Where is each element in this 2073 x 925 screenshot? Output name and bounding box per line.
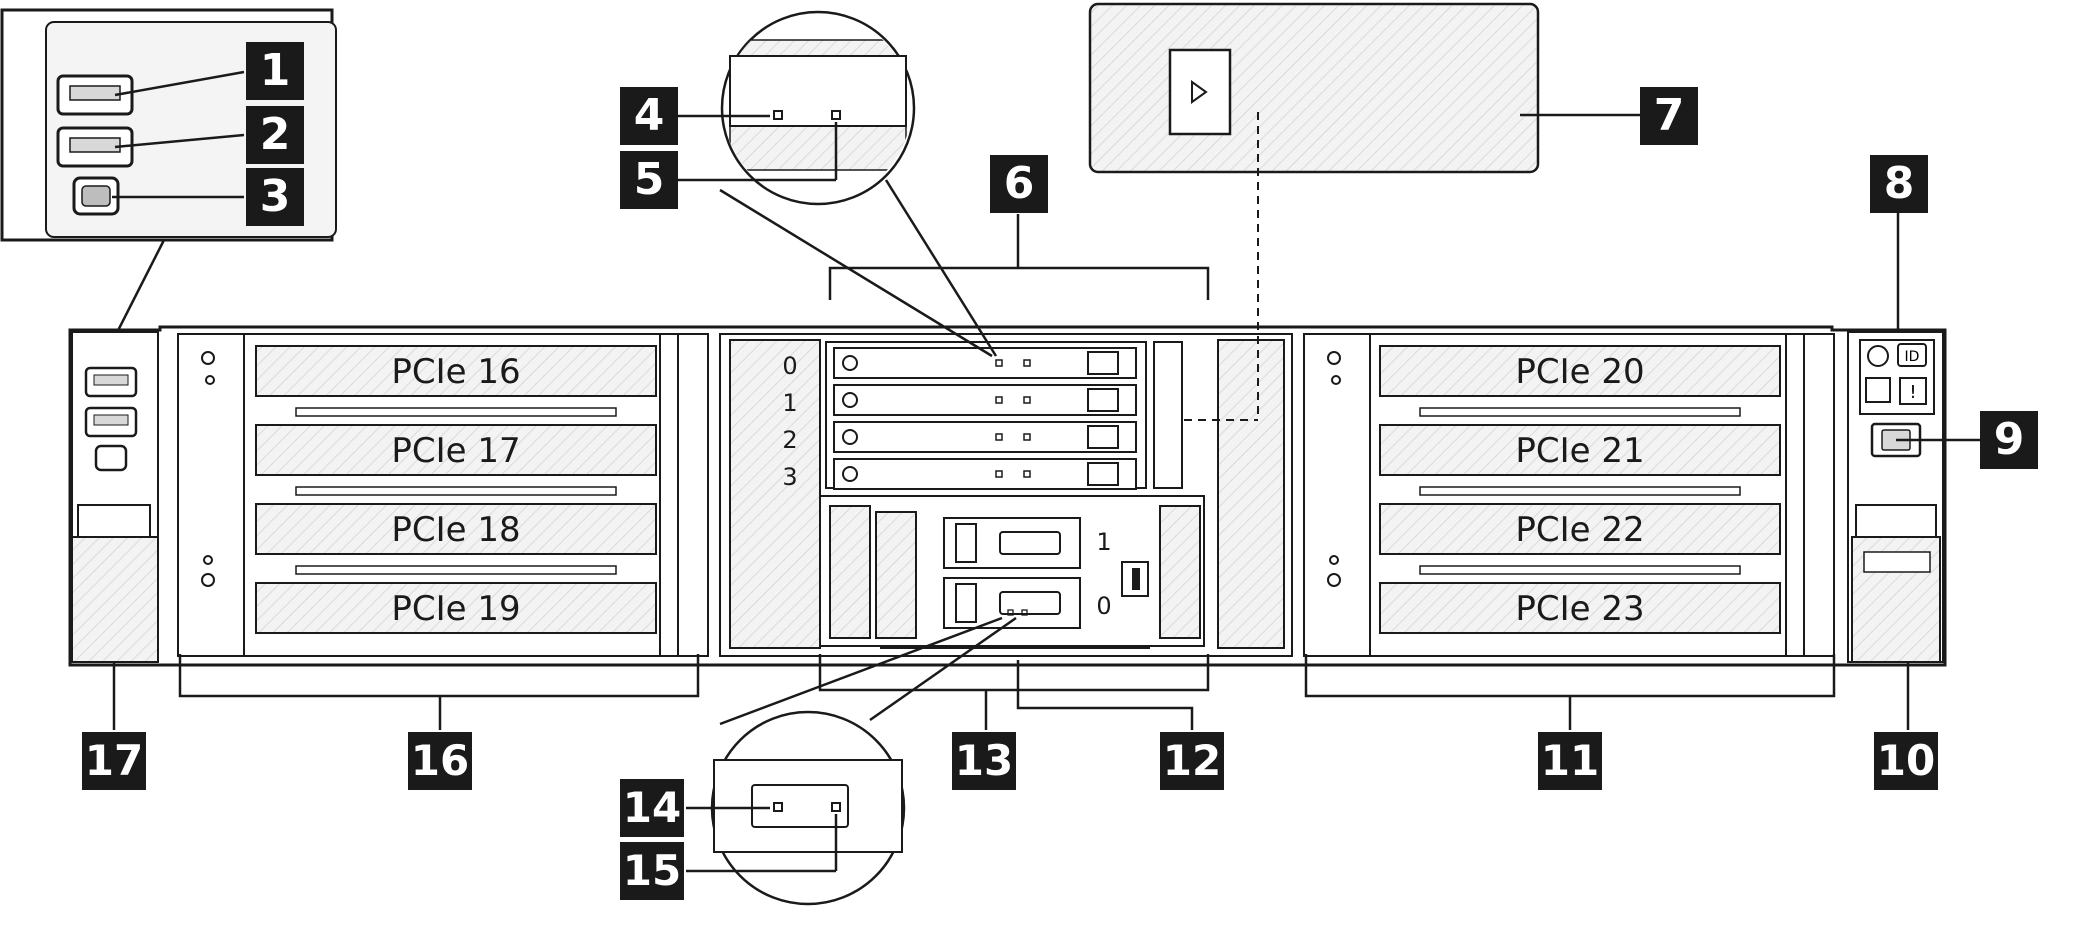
callout-15: 15: [620, 842, 684, 900]
screw-icon: [1327, 573, 1341, 587]
pcie-slot-20-label: PCIe 20: [1515, 352, 1644, 392]
leader-lines: [112, 210, 1980, 730]
callout-1: 1: [246, 42, 304, 100]
screw-icon: [201, 573, 215, 587]
callout-14: 14: [620, 779, 684, 837]
callout-11: 11: [1538, 732, 1602, 790]
module-handle: [1168, 48, 1232, 136]
pcie-riser-right: PCIe 20 PCIe 21 PCIe 22 PCIe 23: [1303, 333, 1835, 657]
pcie-slot-17-label: PCIe 17: [391, 431, 520, 471]
m2-led-zoom-inset: [686, 616, 1017, 906]
drive-bay-3-label: 3: [782, 463, 797, 491]
pcie-slot-20: [1379, 345, 1781, 397]
pcie-slot-21: [1379, 424, 1781, 476]
callout-3: 3: [246, 168, 304, 226]
fault-label: !: [1909, 382, 1916, 403]
pcie-slot-22-label: PCIe 22: [1515, 510, 1644, 550]
removable-module: [1088, 2, 1640, 421]
drive-bay-1-label: 1: [782, 389, 797, 417]
drive-bay-1[interactable]: [833, 384, 1137, 416]
callout-9: 9: [1980, 411, 2038, 469]
drive-bay-0-label: 0: [782, 352, 797, 380]
status-led-icon: [831, 802, 841, 812]
drive-led-zoom-inset: [674, 10, 998, 358]
pcie-slot-19-label: PCIe 19: [391, 589, 520, 629]
screw-icon: [1327, 351, 1341, 365]
arrow-icon: [1191, 80, 1208, 104]
m2-drive-bay-1[interactable]: [943, 517, 1081, 569]
callout-2: 2: [246, 106, 304, 164]
callout-17: 17: [82, 732, 146, 790]
pcie-slot-22: [1379, 503, 1781, 555]
pcie-slot-16-label: PCIe 16: [391, 352, 520, 392]
callout-16: 16: [408, 732, 472, 790]
pcie-slot-18-label: PCIe 18: [391, 510, 520, 550]
pcie-slot-17: [255, 424, 657, 476]
left-rack-ear: [71, 331, 159, 663]
m2-bay-1-label: 1: [1096, 528, 1111, 556]
callout-5: 5: [620, 151, 678, 209]
drive-bay-2-label: 2: [782, 426, 797, 454]
status-led-icon: [831, 110, 841, 120]
mini-displayport-icon: [94, 444, 128, 472]
left-rack-latch: [71, 536, 159, 663]
id-button-icon: [1897, 343, 1927, 367]
activity-led-icon: [773, 802, 783, 812]
center-drive-cage: 0 1 2 3: [719, 333, 1293, 657]
callout-13: 13: [952, 732, 1016, 790]
system-error-icon: [1899, 377, 1927, 405]
screw-icon: [201, 351, 215, 365]
network-activity-icon: [1865, 377, 1891, 403]
pcie-slot-16: [255, 345, 657, 397]
activity-led-icon: [773, 110, 783, 120]
pcie-slot-18: [255, 503, 657, 555]
id-button-label: ID: [1905, 349, 1920, 365]
pcie-riser-left: PCIe 16 PCIe 17 PCIe 18 PCIe 19: [177, 333, 709, 657]
callout-10: 10: [1874, 732, 1938, 790]
pcie-slot-23-label: PCIe 23: [1515, 589, 1644, 629]
callout-7: 7: [1640, 87, 1698, 145]
callout-4: 4: [620, 87, 678, 145]
pcie-slot-23: [1379, 582, 1781, 634]
drive-bay-2[interactable]: [833, 421, 1137, 453]
m2-bay-0-label: 0: [1096, 592, 1111, 620]
pcie-slot-19: [255, 582, 657, 634]
power-button-icon: [1867, 345, 1889, 367]
callout-12: 12: [1160, 732, 1224, 790]
callout-6: 6: [990, 155, 1048, 213]
callout-8: 8: [1870, 155, 1928, 213]
right-rack-ear: ID !: [1847, 331, 1944, 663]
drive-bay-3[interactable]: [833, 458, 1137, 490]
pcie-slot-21-label: PCIe 21: [1515, 431, 1644, 471]
